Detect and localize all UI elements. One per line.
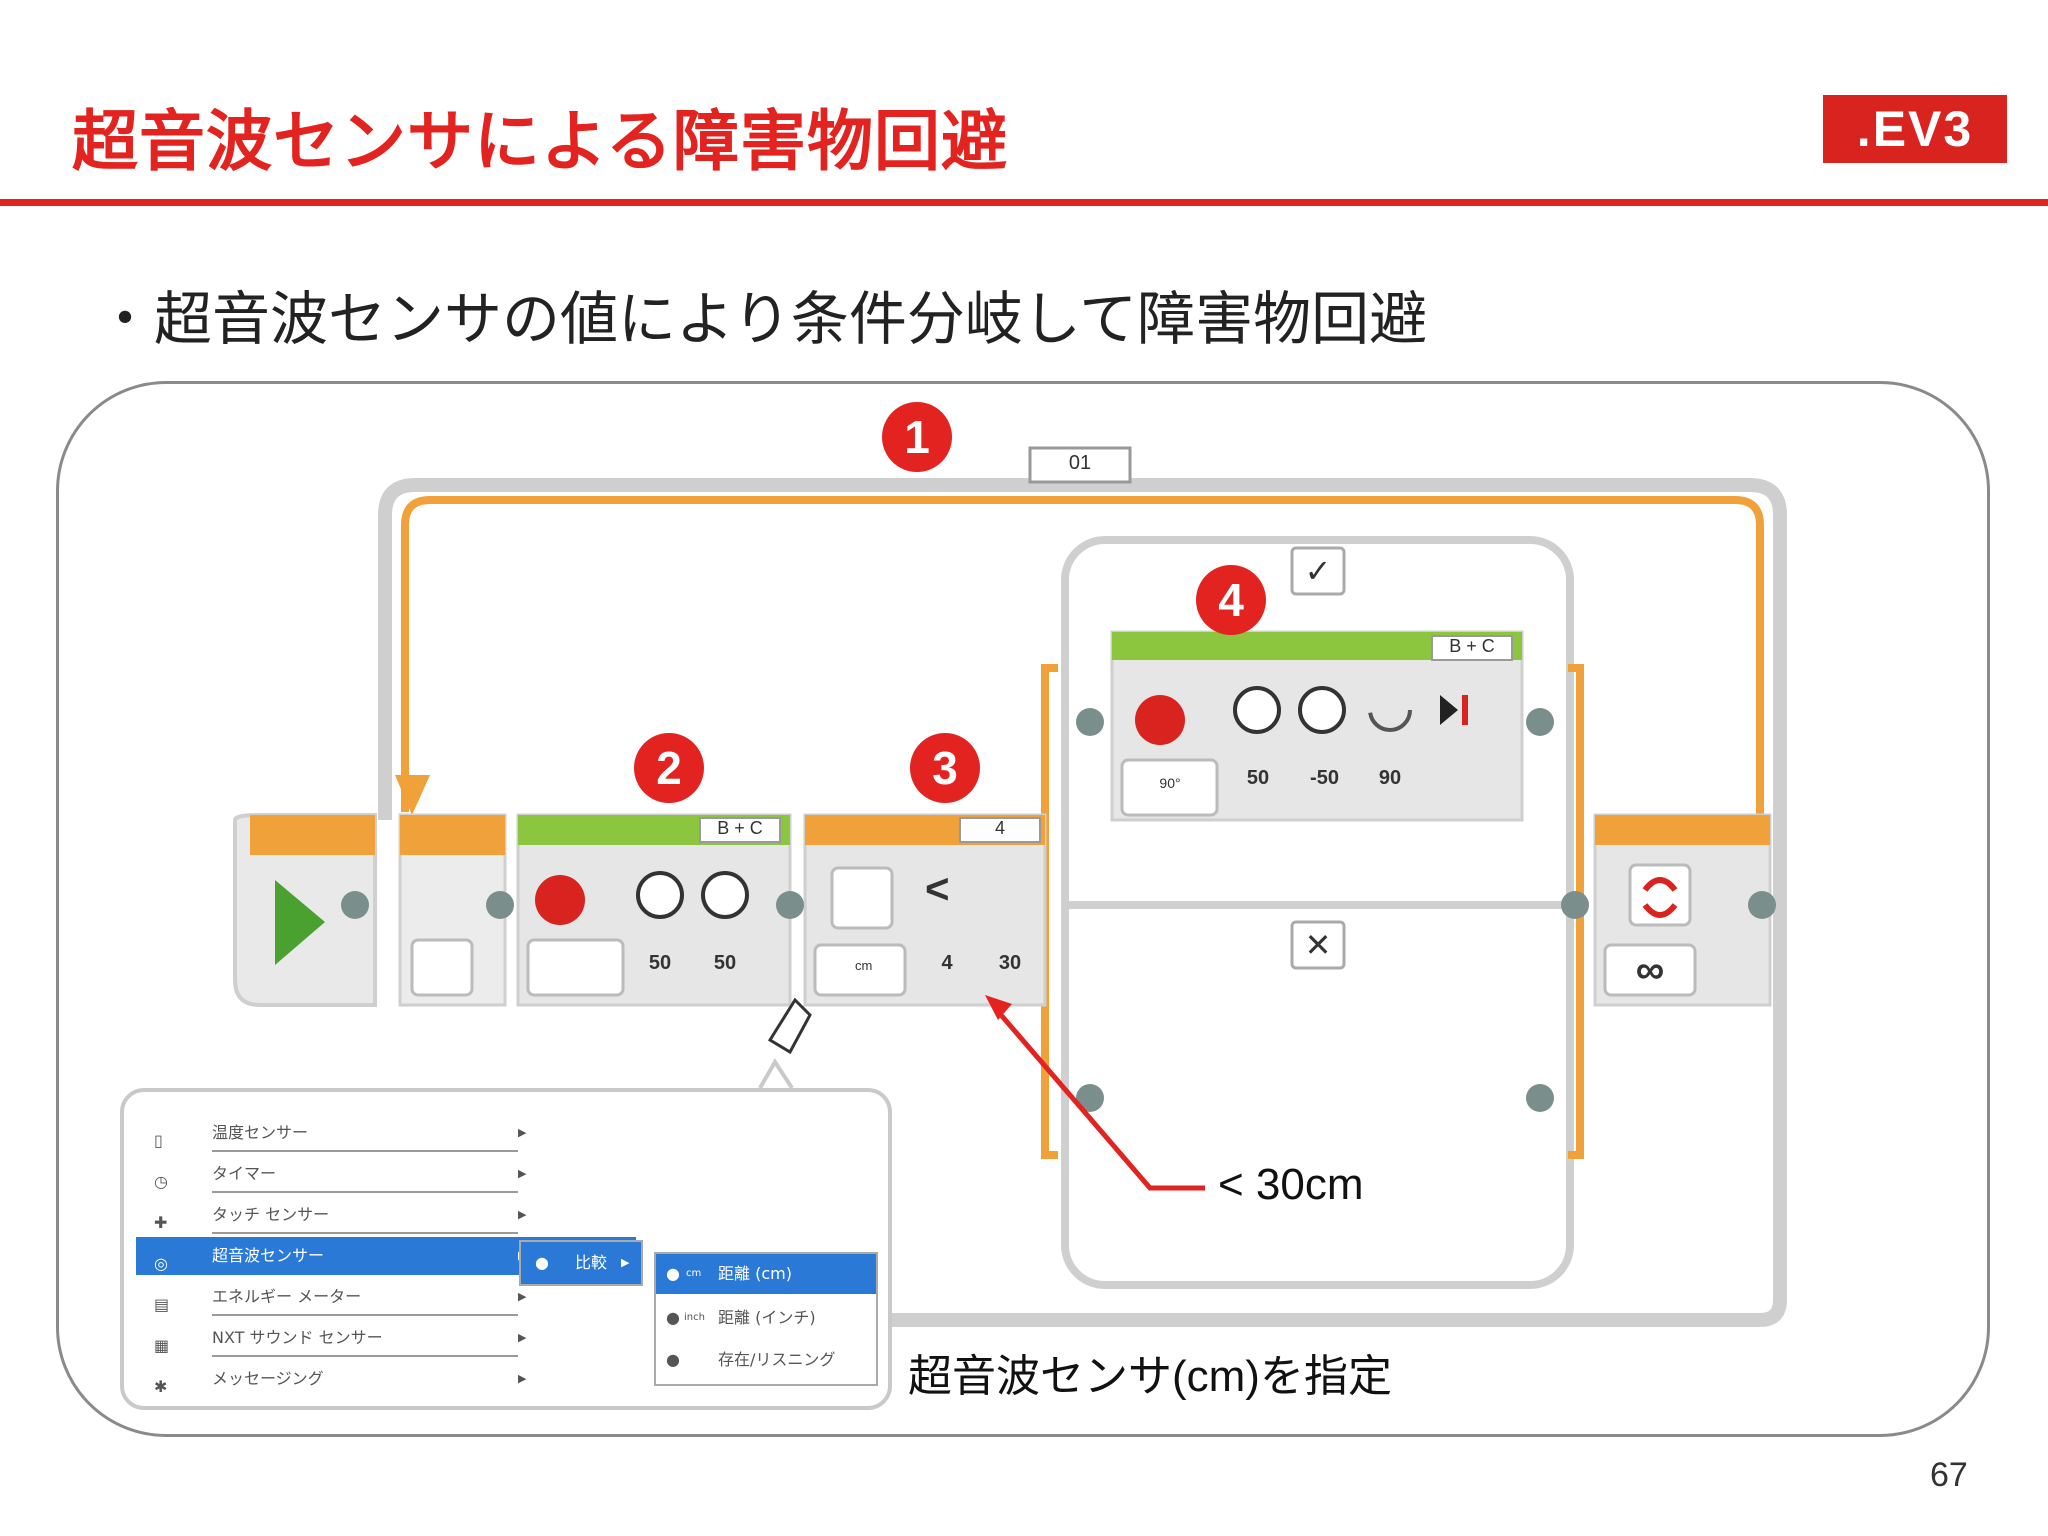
- move-4-ports: B + C: [1449, 636, 1495, 656]
- menu-callout-tail: [758, 1058, 794, 1090]
- start-connector: [341, 891, 369, 919]
- marker-2: 2: [634, 733, 704, 803]
- move-4-degrees[interactable]: 90: [1378, 767, 1402, 789]
- switch-port-value[interactable]: 4: [941, 952, 953, 974]
- bluetooth-icon: ✱: [154, 1377, 168, 1396]
- loop-start-icon: [410, 938, 474, 997]
- false-case-icon[interactable]: ✕: [1304, 927, 1332, 963]
- brake-icon: [1440, 695, 1458, 725]
- menu-item-touch[interactable]: ✚ タッチ センサー▶: [154, 1205, 527, 1234]
- option-presence[interactable]: ● 存在/リスニング: [656, 1340, 876, 1380]
- speed-icon-2a: [636, 871, 684, 919]
- sensor-menu: ▯ 温度センサー▶ ◷ タイマー▶ ✚ タッチ センサー▶ ◎ 超音波センサー▶…: [120, 1088, 892, 1410]
- connector-4a: [1076, 708, 1104, 736]
- ultrasonic-icon: [830, 866, 894, 930]
- true-case-icon[interactable]: ✓: [1304, 553, 1332, 589]
- brake-bar: [1462, 695, 1468, 725]
- distance-cm-icon: ●: [666, 1264, 680, 1283]
- threshold-value[interactable]: 30: [998, 952, 1022, 974]
- move-block-4-port-box: [1431, 635, 1513, 661]
- unit-label: cm: [855, 958, 873, 973]
- ev3-logo: .EV3: [1823, 95, 2007, 163]
- move-2-right[interactable]: 50: [713, 952, 737, 974]
- menu-item-energy[interactable]: ▤ エネルギー メーター▶: [154, 1287, 527, 1316]
- connector-false-b: [1526, 1084, 1554, 1112]
- cursor-hand-icon: [767, 997, 812, 1055]
- mode-options: ● cm 距離 (cm) ● inch 距離 (インチ) ● 存在/リスニング: [654, 1252, 878, 1386]
- move-4-left[interactable]: 50: [1246, 767, 1270, 789]
- option-distance-inch[interactable]: ● inch 距離 (インチ): [656, 1298, 876, 1338]
- presence-icon: ●: [666, 1350, 680, 1369]
- compare-icon: ●: [535, 1253, 549, 1272]
- menu-item-timer[interactable]: ◷ タイマー▶: [154, 1164, 527, 1193]
- degrees-icon: [1368, 688, 1412, 732]
- threshold-arrow: [993, 1006, 1205, 1191]
- compare-operator: <: [925, 865, 950, 912]
- false-tab: [1290, 920, 1346, 970]
- bullet-text: ・超音波センサの値により条件分岐して障害物回避: [96, 285, 1428, 353]
- rotate-mode-label: 90°: [1159, 775, 1181, 791]
- move-4-right[interactable]: -50: [1310, 767, 1339, 789]
- marker-1: 1: [882, 402, 952, 472]
- loop-name-box: [1028, 446, 1132, 484]
- true-tab: [1290, 546, 1346, 596]
- submenu-compare[interactable]: ● 比較 ▶: [519, 1240, 643, 1286]
- thermometer-icon: ▯: [154, 1131, 163, 1150]
- connector-end-a: [1561, 891, 1589, 919]
- connector-3: [776, 891, 804, 919]
- repeat-arrows: [1642, 877, 1678, 918]
- loop-count-box: [1603, 943, 1697, 997]
- slide-title: 超音波センサによる障害物回避: [72, 103, 1009, 180]
- connector-false-a: [1076, 1084, 1104, 1112]
- loop-start-header: [400, 815, 505, 855]
- timer-icon: ◷: [154, 1172, 168, 1191]
- touch-sensor-icon: ✚: [154, 1213, 168, 1232]
- threshold-note: < 30cm: [1218, 1160, 1364, 1209]
- sound-sensor-icon: ▦: [154, 1336, 170, 1355]
- loop-frame: [378, 478, 1787, 1327]
- menu-item-messaging[interactable]: ✱ メッセージング▶: [154, 1369, 527, 1396]
- energy-meter-icon: ▤: [154, 1295, 170, 1314]
- page-number: 67: [1930, 1456, 1968, 1494]
- motor-icon-2: [535, 875, 585, 925]
- speed-icon-4b: [1298, 686, 1346, 734]
- ultrasonic-sensor-icon: ◎: [154, 1254, 168, 1273]
- switch-port: 4: [994, 818, 1005, 838]
- menu-note: 超音波センサ(cm)を指定: [908, 1352, 1392, 1401]
- move-2-ports: B + C: [717, 818, 763, 838]
- connector-2: [486, 891, 514, 919]
- distance-inch-icon: ●: [666, 1308, 680, 1327]
- switch-port-box: [959, 817, 1041, 843]
- motor-icon-4: [1135, 695, 1185, 745]
- mode-icon-2: [526, 938, 625, 997]
- speed-icon-2b: [701, 871, 749, 919]
- infinite-loop-icon[interactable]: ∞: [1635, 948, 1665, 992]
- mode-icon-4: [1120, 758, 1219, 817]
- loop-arrow: [395, 775, 430, 815]
- marker-3: 3: [910, 733, 980, 803]
- menu-item-nxt-sound[interactable]: ▦ NXT サウンド センサー▶: [154, 1328, 527, 1357]
- play-icon: [275, 880, 325, 965]
- loop-wire: [401, 496, 1764, 830]
- move-2-left[interactable]: 50: [648, 952, 672, 974]
- marker-4: 4: [1196, 565, 1266, 635]
- program-panel: [56, 381, 1990, 1437]
- sensor-mode-icon: [813, 943, 907, 997]
- connector-4b: [1526, 708, 1554, 736]
- menu-item-temperature[interactable]: ▯ 温度センサー▶: [154, 1123, 527, 1152]
- loop-name: 01: [1068, 452, 1092, 474]
- option-distance-cm[interactable]: ● cm 距離 (cm): [656, 1254, 876, 1294]
- connector-end-b: [1748, 891, 1776, 919]
- start-block-header: [250, 815, 375, 855]
- loop-repeat-icon: [1628, 863, 1692, 927]
- move-block-2-port-box: [699, 817, 781, 843]
- threshold-arrowhead: [985, 995, 1012, 1020]
- speed-icon-4a: [1233, 686, 1281, 734]
- loop-end-header: [1595, 815, 1770, 845]
- title-divider: [0, 199, 2048, 206]
